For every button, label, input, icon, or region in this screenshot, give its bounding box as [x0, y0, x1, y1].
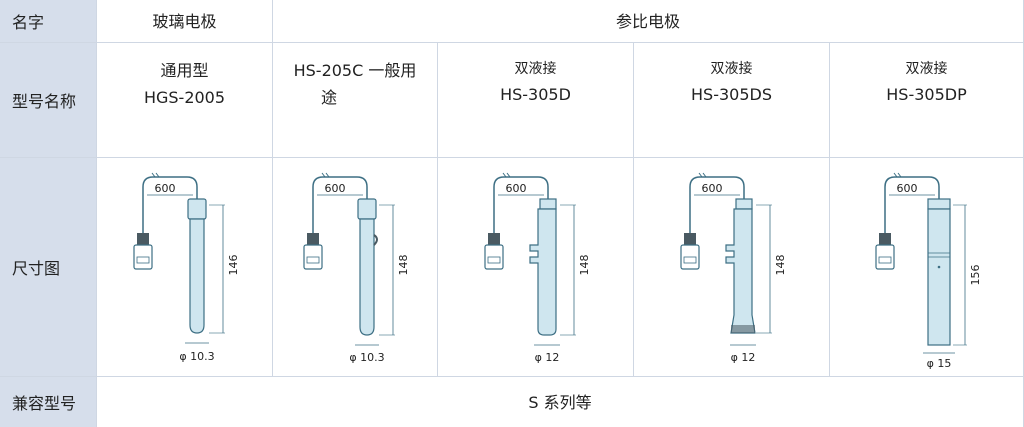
electrode-body [359, 217, 375, 336]
cable-break-mark [151, 172, 159, 177]
connector-body [136, 232, 149, 245]
connector-window [136, 256, 149, 263]
cable-length-label: 600 [325, 182, 346, 195]
connector-body [307, 232, 319, 245]
connector-body [683, 232, 696, 245]
model-4-type: 双液接 [710, 61, 753, 77]
dimension-cell-5: 600 156 φ 15 [830, 158, 1024, 377]
electrode-length-label: 146 [227, 254, 240, 275]
cable-length-label: 600 [701, 182, 722, 195]
compatible-models-value: S 系列等 [528, 392, 592, 412]
dimension-cell-2: 600 148 φ 10.3 [273, 158, 438, 377]
electrode-cap [357, 197, 377, 220]
electrode-sleeve [730, 324, 755, 333]
connector-body [878, 232, 891, 245]
electrode-diagram-2: 600 148 φ 10.3 [303, 172, 410, 364]
fill-port-icon [373, 233, 378, 246]
row-header-dimensions: 尺寸图 [0, 158, 97, 377]
reference-electrode-header: 参比电极 [273, 0, 1024, 43]
compatible-models-cell: S 系列等 [97, 377, 1024, 427]
model-cell-4: 双液接 HS-305DS [634, 43, 830, 158]
model-2-name-cont: 途 [321, 88, 338, 107]
connector-window [683, 256, 696, 263]
electrode-length-label: 148 [774, 254, 787, 275]
electrode-body [724, 207, 756, 334]
electrode-body [528, 207, 557, 336]
cable [141, 175, 198, 233]
electrode-diameter-label: φ 12 [534, 351, 559, 364]
electrode-cap [538, 197, 557, 210]
electrode-cap [186, 197, 207, 220]
row-header-model: 型号名称 [0, 43, 97, 158]
model-1-name: HGS-2005 [143, 88, 226, 107]
row-header-model-label: 型号名称 [12, 92, 77, 111]
electrode-diameter-label: φ 15 [926, 357, 951, 370]
electrode-cap [734, 197, 753, 210]
cable-break-mark [502, 172, 510, 177]
electrode-diameter-label: φ 12 [730, 351, 755, 364]
electrode-cap [926, 197, 951, 210]
model-4-name: HS-305DS [691, 85, 772, 104]
electrode-diagram-3: 600 148 φ 12 [483, 172, 591, 364]
cable-length-label: 600 [896, 182, 917, 195]
cable-length-label: 600 [154, 182, 175, 195]
connector-window [487, 256, 500, 263]
cable [492, 175, 549, 233]
connector-window [878, 256, 891, 263]
model-2-name: HS-205C 一般用 [293, 61, 417, 80]
dimension-cell-1: 600 146 φ 10.3 [97, 158, 273, 377]
electrode-diagram-4: 600 148 φ 12 [679, 172, 787, 364]
electrode-length-label: 156 [969, 264, 982, 285]
dimension-cell-4: 600 148 φ 12 [634, 158, 830, 377]
model-1-type: 通用型 [160, 61, 209, 80]
electrode-diagram-5: 600 156 φ 15 [874, 172, 982, 370]
electrode-diameter-label: φ 10.3 [349, 351, 384, 364]
electrode-body [188, 217, 205, 334]
connector-body [487, 232, 500, 245]
row-header-name: 名字 [0, 0, 97, 43]
cable-break-mark [893, 172, 901, 177]
model-5-type: 双液接 [905, 61, 948, 77]
glass-electrode-title: 玻璃电极 [152, 11, 217, 31]
model-cell-1: 通用型 HGS-2005 [97, 43, 273, 158]
model-cell-5: 双液接 HS-305DP [830, 43, 1024, 158]
glass-electrode-header: 玻璃电极 [97, 0, 273, 43]
row-header-name-label: 名字 [12, 13, 45, 32]
model-cell-3: 双液接 HS-305D [438, 43, 634, 158]
connector-window [306, 256, 320, 263]
cable-length-label: 600 [505, 182, 526, 195]
model-3-name: HS-305D [500, 85, 571, 104]
model-3-type: 双液接 [514, 61, 557, 77]
row-header-compatible: 兼容型号 [0, 377, 97, 427]
dimension-cell-3: 600 148 φ 12 [438, 158, 634, 377]
row-header-dimensions-label: 尺寸图 [12, 259, 61, 278]
reference-electrode-title: 参比电极 [615, 11, 680, 31]
model-cell-2: HS-205C 一般用 途 [273, 43, 438, 158]
cable-break-mark [321, 172, 330, 177]
electrode-diagram-1: 600 146 φ 10.3 [132, 172, 240, 363]
row-header-compatible-label: 兼容型号 [12, 394, 77, 413]
cable-break-mark [698, 172, 706, 177]
electrode-length-label: 148 [578, 254, 591, 275]
electrode-body [926, 207, 951, 346]
cable [688, 175, 745, 233]
model-5-name: HS-305DP [886, 85, 967, 104]
electrode-length-label: 148 [397, 254, 410, 275]
electrode-diameter-label: φ 10.3 [179, 350, 214, 363]
junction-dot [937, 265, 940, 268]
cable [312, 175, 368, 233]
cable [883, 175, 940, 233]
